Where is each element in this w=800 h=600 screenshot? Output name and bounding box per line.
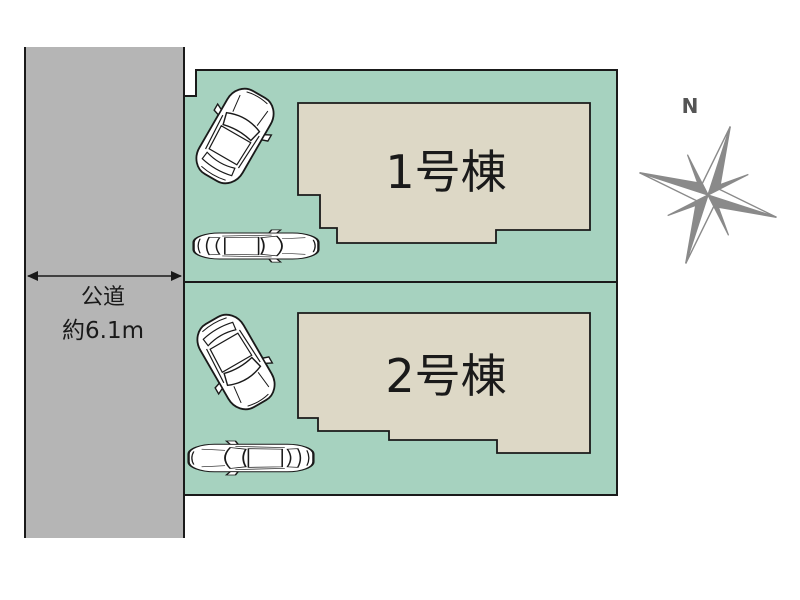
building-1-label: 1号棟	[385, 145, 506, 199]
road-width-dimension	[27, 271, 182, 281]
building-2	[297, 312, 591, 454]
compass-rose-icon	[639, 126, 777, 264]
car-lot2-horizontal	[187, 439, 315, 477]
building-1	[297, 102, 591, 244]
road-width-label: 約6.1m	[62, 318, 144, 344]
building-2-label: 2号棟	[385, 349, 506, 403]
road-name-label: 公道	[81, 285, 125, 310]
compass-north-label: N	[682, 94, 699, 118]
car-lot1-horizontal	[192, 228, 320, 264]
public-road	[25, 47, 184, 538]
